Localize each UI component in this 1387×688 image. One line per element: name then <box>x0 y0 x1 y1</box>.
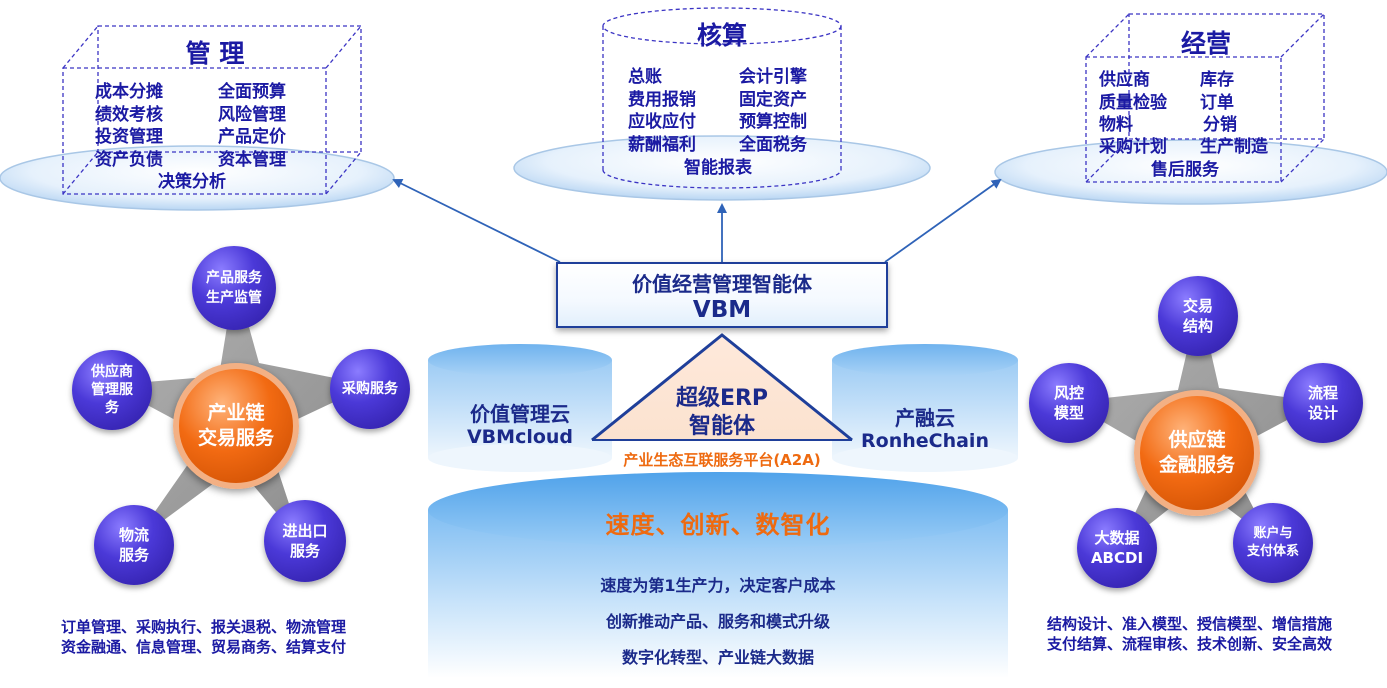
erp-subtitle: 智能体 <box>688 414 755 439</box>
erp-triangle <box>591 333 853 442</box>
right-caption: 结构设计、准入模型、授信模型、增信措施 <box>1047 615 1333 633</box>
management-item: 全面预算 <box>218 82 286 102</box>
base-cylinder <box>428 472 1008 678</box>
accounting-item: 会计引擎 <box>739 67 807 87</box>
operations-item: 采购计划 <box>1099 137 1167 157</box>
right-cloud-cylinder <box>832 344 1018 472</box>
left-star-node: 进出口 服务 <box>264 500 346 582</box>
management-item: 绩效考核 <box>95 105 163 125</box>
left-cloud-name: 价值管理云 <box>470 402 570 426</box>
right-caption: 支付结算、流程审核、技术创新、安全高效 <box>1047 635 1333 653</box>
operations-item: 供应商 <box>1099 70 1150 90</box>
management-item: 投资管理 <box>95 127 163 147</box>
management-footer: 决策分析 <box>158 172 226 192</box>
operations-item: 订单 <box>1200 93 1234 113</box>
operations-disk <box>994 139 1387 205</box>
management-item: 成本分摊 <box>95 82 163 102</box>
left-star-node: 物流 服务 <box>94 505 174 585</box>
right-star-node: 大数据 ABCDI <box>1077 508 1157 588</box>
right-star-hub: 供应链 金融服务 <box>1134 390 1260 516</box>
left-cloud-cylinder <box>428 344 612 472</box>
accounting-item: 固定资产 <box>739 90 807 110</box>
management-item: 资产负债 <box>95 150 163 170</box>
operations-item: 生产制造 <box>1200 137 1268 157</box>
left-caption: 资金融通、信息管理、贸易商务、结算支付 <box>61 638 347 656</box>
left-star-node: 采购服务 <box>330 349 410 429</box>
base-line: 创新推动产品、服务和模式升级 <box>605 612 830 631</box>
right-cloud-en: RonheChain <box>861 430 989 452</box>
management-item: 资本管理 <box>218 150 286 170</box>
right-cloud-name: 产融云 <box>895 406 955 430</box>
accounting-item: 总账 <box>628 67 662 87</box>
accounting-item: 费用报销 <box>628 90 696 110</box>
management-title: 管 理 <box>185 39 245 68</box>
operations-item: 质量检验 <box>1099 93 1167 113</box>
operations-item: 分销 <box>1203 115 1237 135</box>
base-line: 速度为第1生产力，决定客户成本 <box>600 576 836 595</box>
platform-label: 产业生态互联服务平台(A2A) <box>623 451 821 469</box>
left-star-node: 产品服务 生产监管 <box>192 246 276 330</box>
accounting-item: 应收应付 <box>628 112 696 132</box>
vbm-box <box>556 262 888 328</box>
operations-footer: 售后服务 <box>1151 160 1219 180</box>
operations-item: 库存 <box>1200 70 1234 90</box>
left-caption: 订单管理、采购执行、报关退税、物流管理 <box>61 618 347 636</box>
operations-box <box>1085 13 1325 183</box>
management-item: 产品定价 <box>218 127 286 147</box>
right-star-node: 账户与 支付体系 <box>1233 503 1313 583</box>
management-box <box>62 25 362 195</box>
right-star-node: 交易 结构 <box>1158 276 1238 356</box>
left-star-hub: 产业链 交易服务 <box>173 363 299 489</box>
accounting-item: 薪酬福利 <box>628 135 696 155</box>
vbm-name: 价值经营管理智能体 <box>632 272 812 296</box>
left-star-node: 供应商 管理服 务 <box>72 350 152 430</box>
accounting-item: 全面税务 <box>739 135 807 155</box>
accounting-title: 核算 <box>696 21 747 50</box>
base-line: 数字化转型、产业链大数据 <box>621 648 814 667</box>
left-cloud-en: VBMcloud <box>466 426 574 448</box>
accounting-footer: 智能报表 <box>684 158 752 178</box>
operations-title: 经营 <box>1180 29 1231 58</box>
base-title: 速度、创新、数智化 <box>605 511 831 539</box>
accounting-cylinder <box>602 7 842 189</box>
accounting-disk <box>513 135 931 201</box>
management-item: 风险管理 <box>218 105 286 125</box>
erp-title: 超级ERP <box>675 386 769 411</box>
vbm-abbr: VBM <box>692 297 752 323</box>
right-star-node: 风控 模型 <box>1029 363 1109 443</box>
vbm-arrows <box>392 178 1002 263</box>
accounting-item: 预算控制 <box>739 112 807 132</box>
operations-item: 物料 <box>1099 115 1133 135</box>
right-star-node: 流程 设计 <box>1283 363 1363 443</box>
